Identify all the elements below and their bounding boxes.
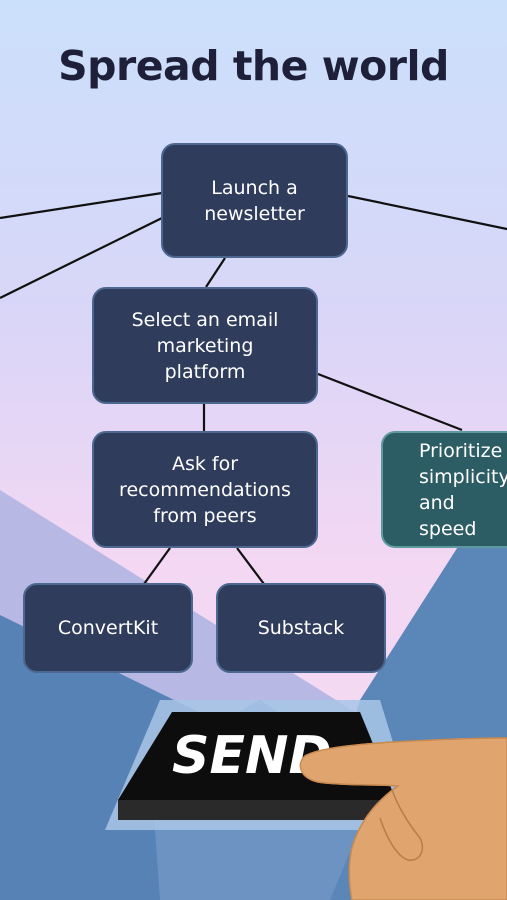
connector-launch-left-top: [0, 191, 163, 220]
node-convertkit[interactable]: ConvertKit: [23, 583, 193, 673]
page-title: Spread the world: [58, 42, 449, 90]
connector-ask-convertkit: [143, 547, 171, 585]
connector-ask-substack: [236, 547, 265, 585]
connector-select-prioritize: [317, 372, 463, 432]
connector-launch-left-bottom: [0, 217, 163, 299]
node-launch-newsletter[interactable]: Launch a newsletter: [161, 143, 348, 258]
send-button-graphic: [105, 700, 420, 830]
node-prioritize-simplicity[interactable]: Prioritize simplicity and speed: [381, 431, 507, 548]
hand-thumb-overlay: [379, 789, 424, 861]
connector-launch-right: [347, 194, 507, 231]
connector-launch-select: [205, 257, 226, 288]
node-select-platform[interactable]: Select an email marketing platform: [92, 287, 318, 404]
connectors: [0, 191, 507, 585]
node-ask-recommendations[interactable]: Ask for recommendations from peers: [92, 431, 318, 548]
node-substack[interactable]: Substack: [216, 583, 386, 673]
